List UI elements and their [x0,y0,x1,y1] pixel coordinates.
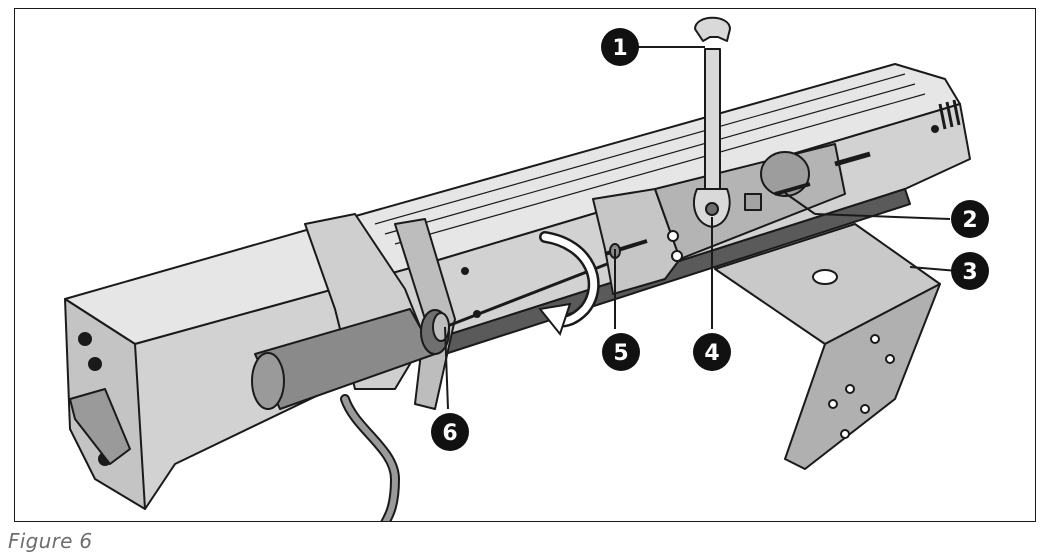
svg-text:3: 3 [962,260,977,285]
heater-installation-illustration: 1 2 3 4 5 6 [64,16,989,521]
callout-4: 4 [693,333,731,371]
figure-caption: Figure 6 [8,529,93,553]
svg-text:6: 6 [442,421,457,446]
wall-bracket [714,223,941,470]
nut-item-6 [432,312,450,342]
callout-leaders [444,46,959,410]
callout-1: 1 [601,28,639,66]
figure-frame: 1 2 3 4 5 6 [14,8,1036,522]
callout-2: 2 [951,200,989,238]
wrench [693,16,731,228]
callout-6: 6 [431,413,469,451]
svg-text:5: 5 [613,341,628,366]
svg-text:2: 2 [962,208,977,233]
callout-3: 3 [951,252,989,290]
svg-text:4: 4 [704,341,719,366]
rotation-arrow [538,231,600,337]
callout-5: 5 [602,333,640,371]
svg-text:1: 1 [612,36,627,61]
